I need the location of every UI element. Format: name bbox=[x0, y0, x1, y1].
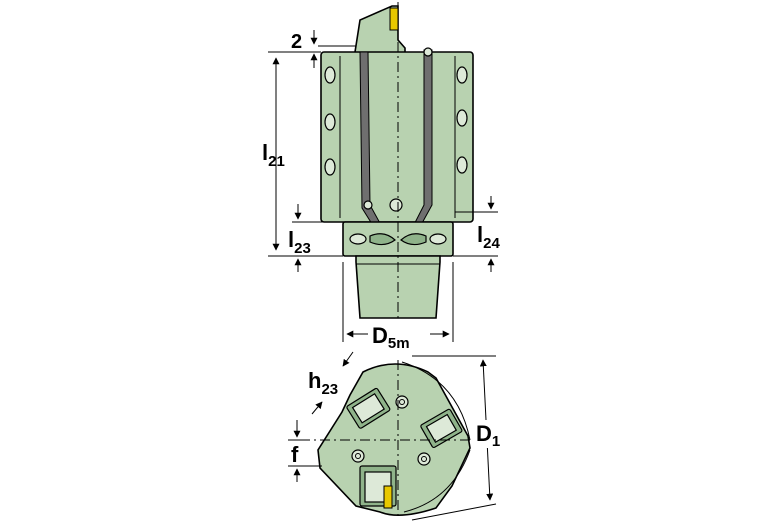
side-hole bbox=[324, 66, 336, 84]
side-view bbox=[320, 2, 474, 345]
head-body bbox=[320, 51, 474, 223]
l21-label: l21 bbox=[262, 140, 285, 170]
screw-hole bbox=[417, 452, 431, 466]
side-hole bbox=[456, 156, 468, 174]
side-dimensions: 2 l21 l23 l24 D5m bbox=[262, 30, 500, 352]
screw-hole bbox=[351, 449, 365, 463]
top-dimensions: h23 f D1 bbox=[288, 351, 510, 521]
l24-label: l24 bbox=[477, 222, 500, 252]
side-hole bbox=[456, 109, 468, 127]
blade-insert bbox=[389, 7, 399, 31]
screw-hole bbox=[395, 395, 409, 409]
h23-label: h23 bbox=[308, 368, 338, 398]
top-insert bbox=[383, 485, 393, 509]
f-label: f bbox=[291, 442, 299, 467]
l23-label: l23 bbox=[288, 227, 311, 257]
side-hole bbox=[324, 158, 336, 176]
d1-label: D1 bbox=[476, 421, 500, 450]
side-hole bbox=[456, 66, 468, 84]
top-view bbox=[300, 360, 492, 520]
side-hole bbox=[324, 113, 336, 131]
dim-2-label: 2 bbox=[291, 31, 302, 53]
d5m-label: D5m bbox=[372, 323, 410, 352]
